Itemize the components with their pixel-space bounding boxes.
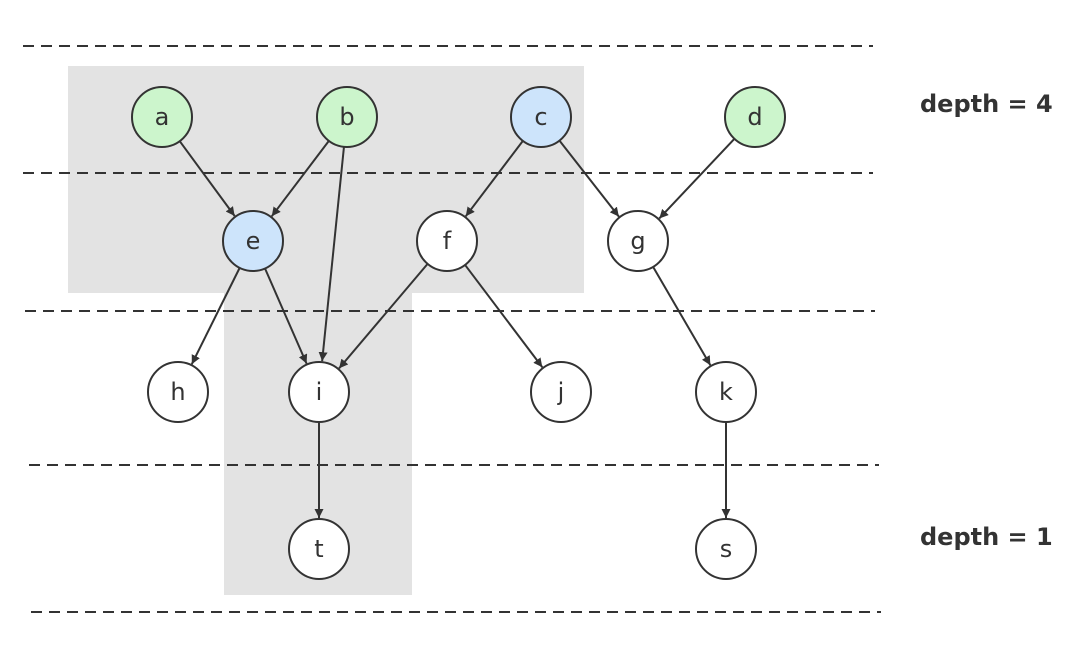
node-i[interactable]: i — [288, 361, 350, 423]
node-b[interactable]: b — [316, 86, 378, 148]
node-circle — [131, 86, 193, 148]
node-a[interactable]: a — [131, 86, 193, 148]
node-label: b — [339, 103, 354, 131]
edge-b-to-e — [270, 140, 330, 217]
node-label: d — [747, 103, 762, 131]
depth-label-top: depth = 4 — [920, 90, 1053, 118]
node-t[interactable]: t — [288, 518, 350, 580]
node-circle — [288, 361, 350, 423]
node-label: k — [719, 378, 733, 406]
edge-f-to-i — [338, 263, 429, 369]
node-circle — [695, 361, 757, 423]
node-circle — [222, 210, 284, 272]
node-circle — [416, 210, 478, 272]
node-s[interactable]: s — [695, 518, 757, 580]
node-label: c — [534, 103, 547, 131]
node-label: s — [720, 535, 733, 563]
edge-b-to-i — [318, 146, 345, 362]
node-label: t — [314, 535, 323, 563]
node-label: g — [630, 227, 645, 255]
edge-a-to-e — [178, 140, 236, 217]
node-label: j — [557, 378, 565, 406]
node-d[interactable]: d — [724, 86, 786, 148]
node-j[interactable]: j — [530, 361, 592, 423]
node-circle — [724, 86, 786, 148]
edge-f-to-j — [464, 264, 544, 368]
node-circle — [607, 210, 669, 272]
node-e[interactable]: e — [222, 210, 284, 272]
node-circle — [530, 361, 592, 423]
node-label: h — [170, 378, 185, 406]
edge-c-to-g — [558, 140, 620, 218]
node-label: e — [246, 227, 261, 255]
node-circle — [316, 86, 378, 148]
node-h[interactable]: h — [147, 361, 209, 423]
node-circle — [147, 361, 209, 423]
depth-label-bottom: depth = 1 — [920, 523, 1053, 551]
node-g[interactable]: g — [607, 210, 669, 272]
node-label: i — [316, 378, 323, 406]
edge-e-to-h — [190, 267, 241, 365]
node-label: f — [443, 227, 452, 255]
edge-d-to-g — [658, 138, 736, 220]
node-circle — [288, 518, 350, 580]
node-f[interactable]: f — [416, 210, 478, 272]
node-label: a — [155, 103, 170, 131]
edge-g-to-k — [652, 266, 712, 366]
edge-c-to-f — [464, 140, 524, 217]
node-circle — [695, 518, 757, 580]
node-c[interactable]: c — [510, 86, 572, 148]
node-k[interactable]: k — [695, 361, 757, 423]
node-circle — [510, 86, 572, 148]
edge-e-to-i — [264, 268, 308, 364]
